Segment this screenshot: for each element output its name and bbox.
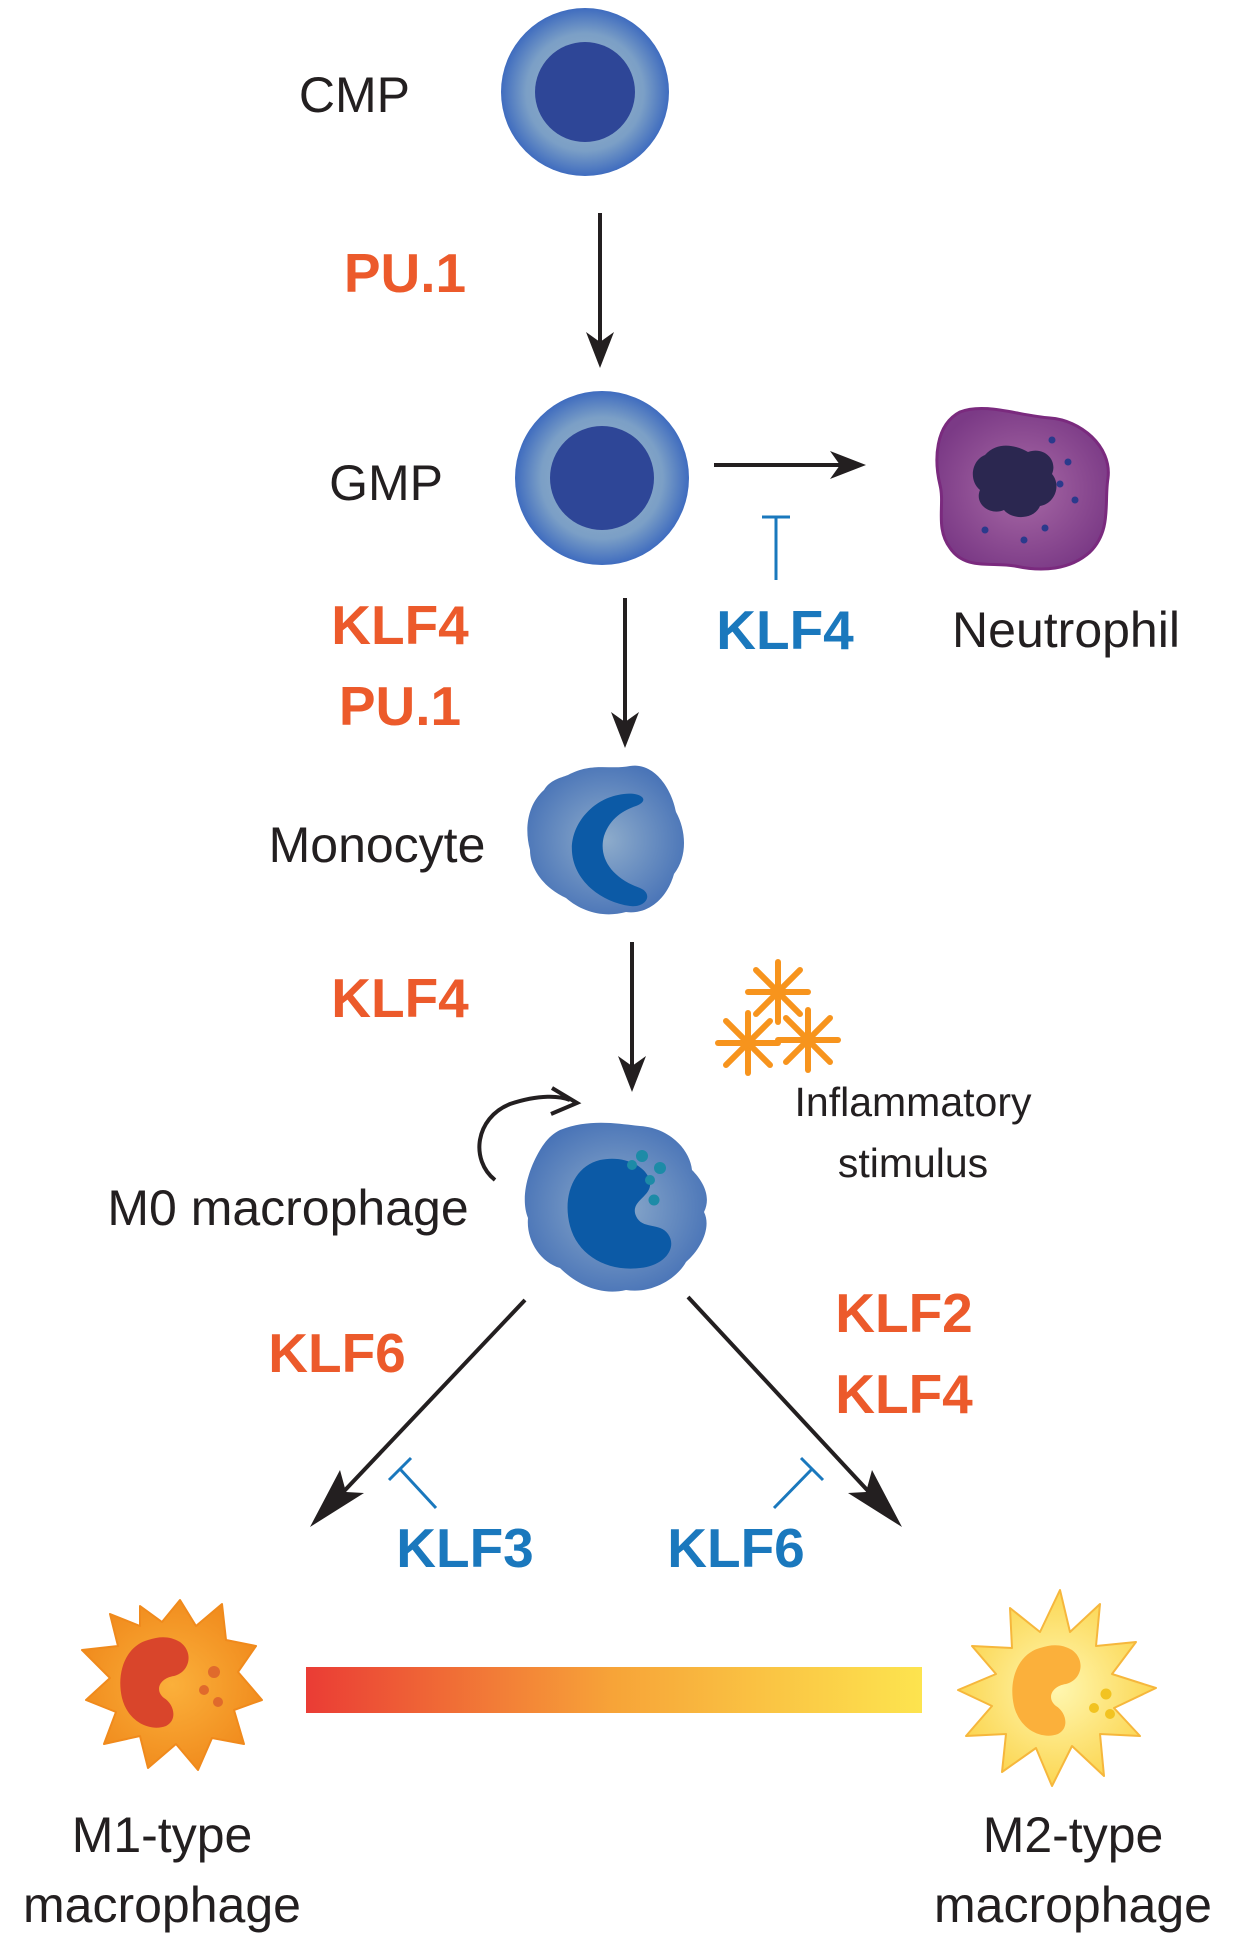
monocyte-cell-icon <box>527 765 684 915</box>
m0-macrophage-label: M0 macrophage <box>107 1180 468 1236</box>
neutrophil-label: Neutrophil <box>952 602 1180 658</box>
inhibitor-line-klf6 <box>772 1467 814 1510</box>
factor-klf4-gmp-monocyte: KLF4 <box>331 594 469 656</box>
m1-label-line2: macrophage <box>23 1877 301 1933</box>
inhibitor-bar-klf3 <box>387 1456 413 1482</box>
factor-klf2-m0-m2: KLF2 <box>835 1282 973 1344</box>
inflammatory-stimulus-icon <box>715 959 841 1076</box>
gmp-cell-icon <box>515 391 689 565</box>
inhibitor-klf3-m1: KLF3 <box>396 1517 534 1579</box>
neutrophil-cell-icon <box>935 407 1110 571</box>
arrow-gmp-to-monocyte-head <box>611 712 639 748</box>
inhibitor-bar-klf6 <box>799 1456 825 1482</box>
m2-label-line2: macrophage <box>934 1877 1212 1933</box>
arrow-cmp-to-gmp-head <box>586 332 614 368</box>
arrow-monocyte-to-m0-head <box>618 1056 646 1092</box>
polarization-gradient-bar <box>306 1667 922 1713</box>
stimulus-label-line1: Inflammatory <box>795 1079 1032 1125</box>
arrow-gmp-to-neutrophil-head <box>830 451 866 479</box>
arrow-m0-to-m1 <box>328 1298 527 1508</box>
monocyte-label: Monocyte <box>269 817 486 873</box>
factor-klf6-m0-m1: KLF6 <box>268 1322 406 1384</box>
gmp-label: GMP <box>329 455 443 511</box>
m1-label-line1: M1-type <box>72 1807 253 1863</box>
self-renewal-arrow <box>477 1094 571 1182</box>
m2-macrophage-cell-icon <box>957 1589 1157 1787</box>
inhibitor-klf6-m2: KLF6 <box>667 1517 805 1579</box>
arrow-m0-to-m2-head <box>848 1470 902 1527</box>
inhibitor-klf4-neutrophil: KLF4 <box>716 599 854 661</box>
m1-macrophage-cell-icon <box>81 1599 263 1771</box>
factor-pu1-gmp-monocyte: PU.1 <box>339 675 461 737</box>
self-renewal-arrow-head <box>550 1086 582 1116</box>
inhibitor-line-klf3 <box>398 1467 438 1510</box>
factor-klf4-m0-m2: KLF4 <box>835 1363 973 1425</box>
arrow-m0-to-m1-head <box>310 1470 364 1527</box>
m0-macrophage-cell-icon <box>524 1122 707 1292</box>
factor-klf4-monocyte-m0: KLF4 <box>331 967 469 1029</box>
cmp-cell-icon <box>501 8 669 176</box>
stimulus-label-line2: stimulus <box>838 1140 988 1186</box>
m2-label-line1: M2-type <box>983 1807 1164 1863</box>
cmp-label: CMP <box>299 67 410 123</box>
factor-pu1-cmp-gmp: PU.1 <box>344 242 466 304</box>
arrow-m0-to-m2 <box>686 1295 884 1508</box>
